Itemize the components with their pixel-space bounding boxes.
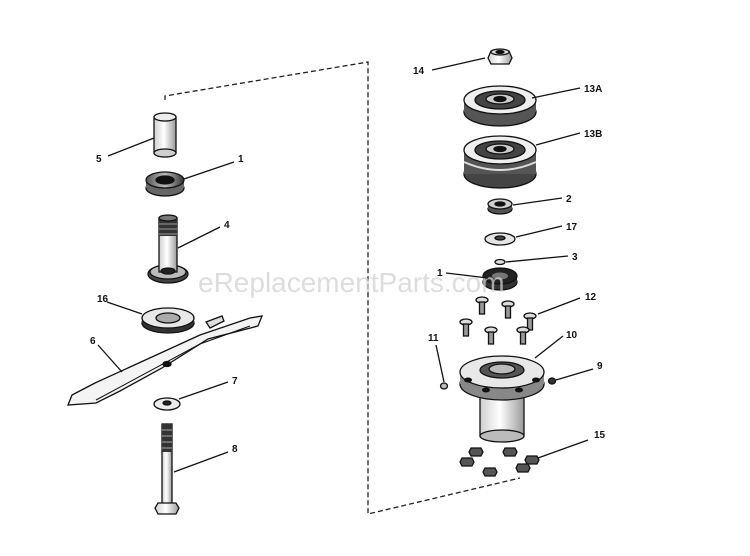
watermark-text: eReplacementParts.com [198, 267, 505, 298]
callout-10: 10 [566, 330, 578, 341]
small-fitting-9-part [547, 377, 557, 385]
callout-5: 5 [96, 154, 102, 165]
washer-17-part [484, 232, 516, 246]
callout-15: 15 [594, 430, 606, 441]
top-nut-part [487, 48, 513, 65]
carriage-bolts-part [459, 296, 537, 345]
assembly-dashed-line [164, 61, 521, 515]
callout-2: 2 [566, 194, 572, 205]
callout-3: 3 [572, 252, 578, 263]
callout-1-left: 1 [238, 154, 244, 165]
callout-13a: 13A [584, 84, 602, 95]
callout-6: 6 [90, 336, 96, 347]
hex-nuts-part [459, 447, 540, 477]
callout-17: 17 [566, 222, 578, 233]
callout-16: 16 [97, 294, 109, 305]
callout-12: 12 [585, 292, 597, 303]
callout-7: 7 [232, 376, 238, 387]
callout-14: 14 [413, 66, 425, 77]
pulley-13b-part [463, 135, 537, 189]
callout-1-right: 1 [437, 268, 443, 279]
bearing-left-part [145, 171, 185, 197]
blade-bolt-part [154, 423, 180, 515]
pulley-13a-part [463, 85, 537, 127]
small-fitting-11-part [439, 382, 449, 390]
mower-blade-part [67, 315, 264, 406]
spindle-housing-part [459, 355, 545, 443]
spacer-tube-part [153, 112, 177, 158]
callout-13b: 13B [584, 129, 602, 140]
washer-part [153, 397, 181, 411]
bearing-right-lower-part [482, 267, 518, 291]
callout-4: 4 [224, 220, 230, 231]
callout-11: 11 [428, 333, 439, 344]
callout-8: 8 [232, 444, 238, 455]
retaining-ring-part [494, 258, 506, 266]
spindle-shaft-part [147, 214, 189, 284]
bearing-right-part [487, 198, 513, 215]
blade-adapter-part [141, 307, 195, 334]
callout-9: 9 [597, 361, 603, 372]
leader-lines [97, 57, 594, 473]
